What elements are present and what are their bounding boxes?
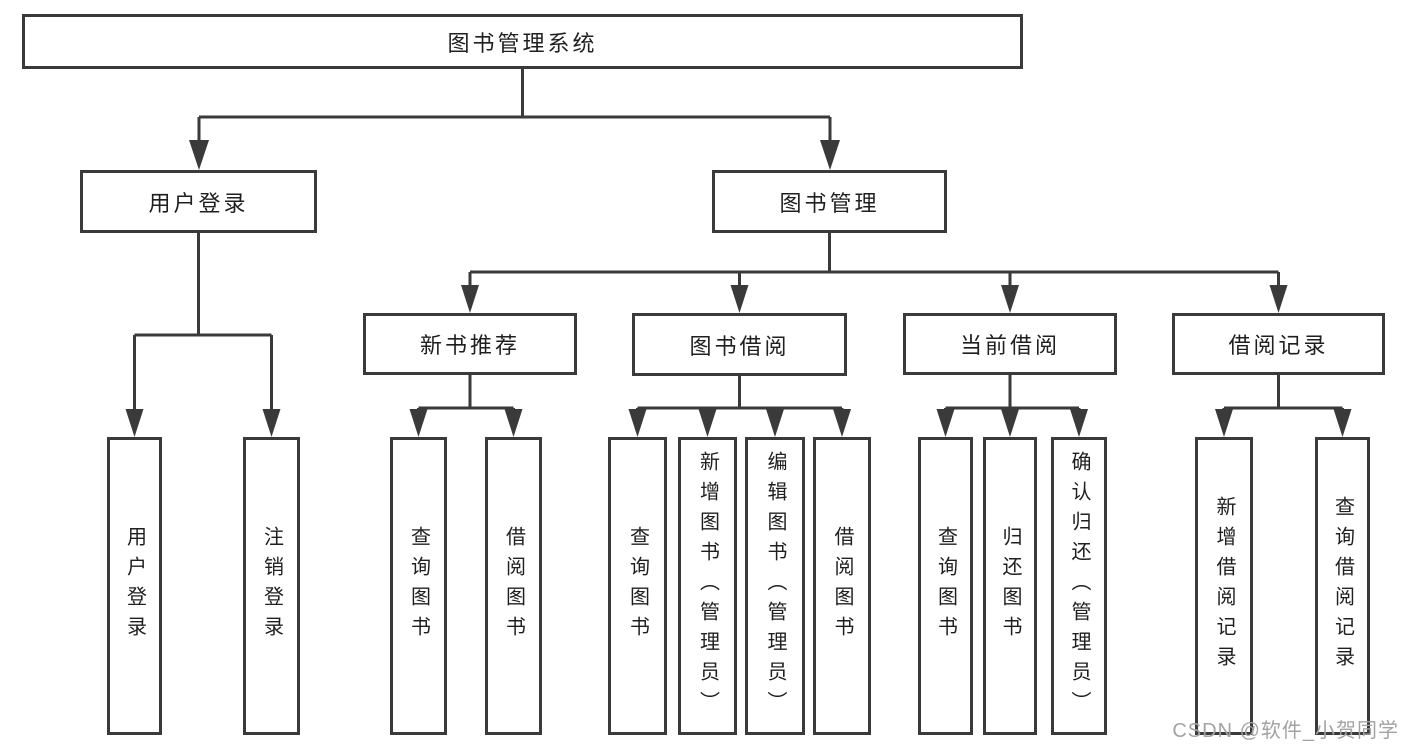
leaf-confirm-return-admin: 确认归还（管理员） [1051,437,1107,735]
node-label: 新书推荐 [419,333,520,358]
branch-book-management [461,233,1288,313]
leaf-recommend-query-book: 查询图书 [390,437,447,735]
watermark: CSDN @软件_小贺同学 [1172,720,1399,742]
node-label: 确认归还（管理员） [1068,451,1090,721]
node-label: 注销登录 [260,526,283,646]
node-user-login: 用户登录 [80,170,317,233]
leaf-logout: 注销登录 [243,437,300,735]
node-label: 图书管理系统 [447,30,598,56]
node-label: 图书管理 [779,190,880,216]
node-label: 图书借阅 [689,333,790,359]
leaf-query-borrow-record: 查询借阅记录 [1315,437,1370,735]
node-label: 用户登录 [123,526,146,646]
node-label: 当前借阅 [959,333,1060,358]
leaf-borrow-query-book: 查询图书 [608,437,667,735]
node-label: 编辑图书（管理员） [764,451,786,721]
node-root: 图书管理系统 [22,14,1023,69]
node-label: 新增借阅记录 [1213,496,1235,676]
branch-current-borrow [936,375,1088,437]
node-label: 查询图书 [934,526,957,646]
node-book-borrow: 图书借阅 [632,313,847,376]
node-label: 借阅记录 [1228,333,1329,358]
leaf-add-book-admin: 新增图书（管理员） [678,437,737,735]
leaf-add-borrow-record: 新增借阅记录 [1195,437,1253,735]
node-label: 查询借阅记录 [1331,496,1354,676]
node-book-management: 图书管理 [712,170,947,233]
node-label: 借阅图书 [831,526,853,646]
node-current-borrow: 当前借阅 [903,313,1117,375]
node-label: 查询图书 [407,526,430,646]
node-label: 查询图书 [626,526,649,646]
branch-user-login [125,233,281,437]
leaf-recommend-borrow-book: 借阅图书 [485,437,542,735]
leaf-user-login: 用户登录 [107,437,162,735]
node-label: 借阅图书 [502,526,525,646]
node-label: 用户登录 [148,190,249,216]
branch-new-book-recommend [409,375,523,437]
branch-root [189,69,840,170]
branch-book-borrow [628,375,851,437]
branch-borrow-record [1215,375,1352,437]
node-borrow-record: 借阅记录 [1172,313,1385,375]
leaf-edit-book-admin: 编辑图书（管理员） [745,437,805,735]
node-new-book-recommend: 新书推荐 [363,313,577,375]
leaf-borrow-book: 借阅图书 [813,437,871,735]
node-label: 新增图书（管理员） [696,451,719,721]
leaf-current-query-book: 查询图书 [918,437,973,735]
leaf-return-book: 归还图书 [983,437,1037,735]
node-label: 归还图书 [999,526,1021,646]
